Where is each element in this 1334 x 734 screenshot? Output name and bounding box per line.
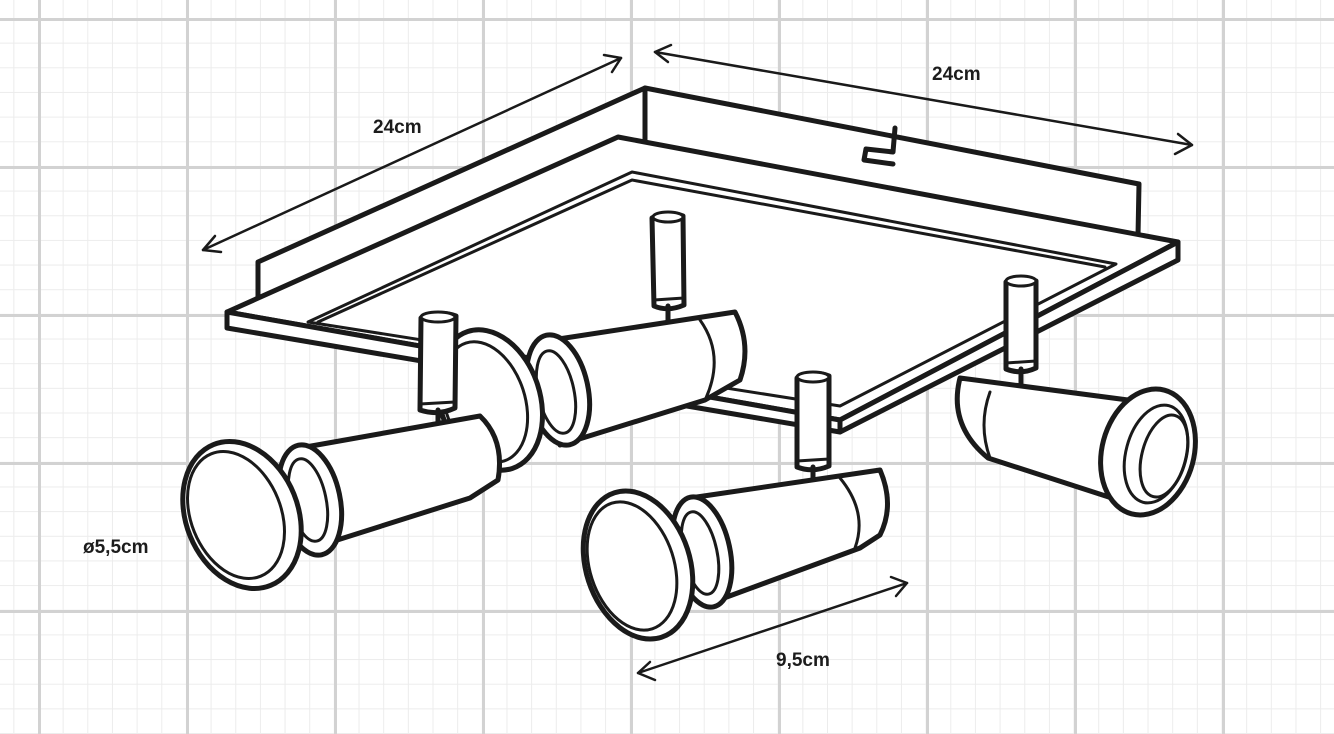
label-left-width: 24cm xyxy=(373,117,422,138)
spotlight-front xyxy=(580,370,890,642)
dimension-line-right-width xyxy=(653,43,1194,156)
spotlight-left xyxy=(180,310,503,592)
dimension-line-spot-length xyxy=(636,575,909,682)
spotlight-back xyxy=(434,210,748,473)
label-spot-length: 9,5cm xyxy=(776,650,830,671)
spotlight-right xyxy=(954,274,1198,518)
label-lens-diameter: ø5,5cm xyxy=(83,537,149,558)
label-right-width: 24cm xyxy=(932,64,981,85)
dimension-line-left-width xyxy=(201,53,623,254)
